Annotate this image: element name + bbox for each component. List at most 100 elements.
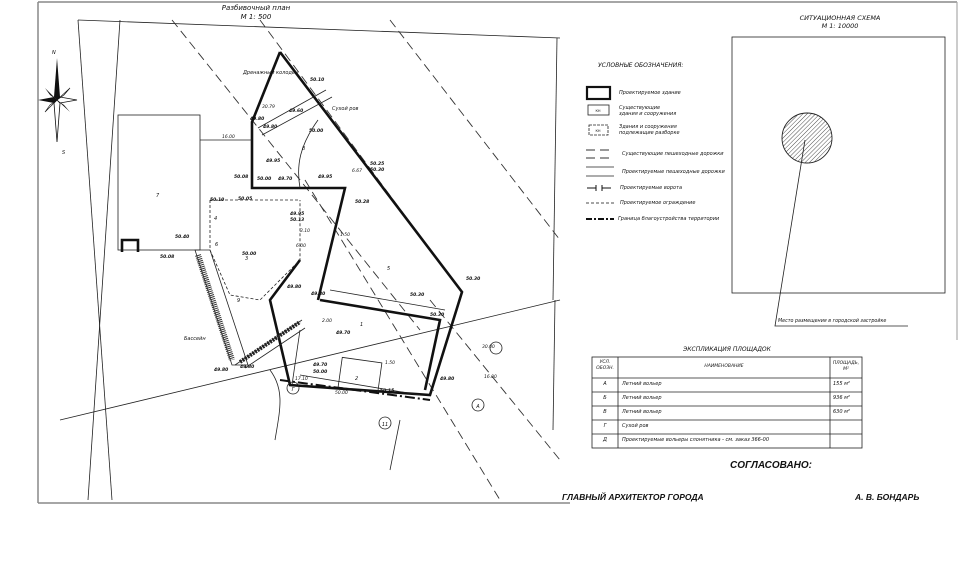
drain-label: Дренажный колодец <box>242 70 299 76</box>
table-row: Г Сухой ров <box>592 423 862 434</box>
demolition-building-symbol <box>588 124 609 136</box>
row-code: Б <box>603 395 607 401</box>
svg-text:50.10: 50.10 <box>210 197 224 203</box>
situation-title: СИТУАЦИОННАЯ СХЕМА М 1: 10000 <box>790 14 890 30</box>
compass-south: S <box>62 150 66 156</box>
svg-text:1: 1 <box>360 322 363 328</box>
row-name: Летний вольер <box>622 395 662 401</box>
svg-text:6.00: 6.00 <box>296 243 306 249</box>
table-header-code: УСЛ. ОБОЗН. <box>596 360 614 371</box>
svg-text:17.10: 17.10 <box>295 376 308 382</box>
axis-label: Г <box>292 387 296 393</box>
svg-text:2.00: 2.00 <box>322 318 332 324</box>
svg-text:4: 4 <box>214 216 217 222</box>
svg-text:50.13: 50.13 <box>290 217 304 223</box>
situation-map-frame <box>731 36 946 294</box>
svg-text:50.25: 50.25 <box>370 161 384 167</box>
dimension-labels: 16.00 30.79 6.00 3.10 1.50 2.00 30.00 17… <box>200 104 497 396</box>
axis-marker <box>286 381 300 395</box>
row-area: 936 м² <box>833 395 850 401</box>
svg-text:49.95: 49.95 <box>266 158 280 164</box>
axis-label: А <box>475 404 480 410</box>
entrance-mark <box>120 238 140 252</box>
legend-symbols: КН КН <box>585 85 614 220</box>
svg-text:49.70: 49.70 <box>278 176 292 182</box>
site-location-marker <box>781 112 833 164</box>
svg-text:50.30: 50.30 <box>370 167 384 173</box>
row-area: 155 м² <box>833 381 850 387</box>
row-code: В <box>603 409 607 415</box>
dry-ditch-label: Сухой ров <box>332 106 359 112</box>
approval-position: ГЛАВНЫЙ АРХИТЕКТОР ГОРОДА <box>562 492 704 502</box>
svg-text:16.00: 16.00 <box>484 374 497 380</box>
svg-text:30.00: 30.00 <box>482 344 495 350</box>
legend-item: Существующие пешеходные дорожки <box>622 151 724 157</box>
svg-text:7: 7 <box>156 193 160 199</box>
axis-marker <box>489 341 503 355</box>
svg-text:49.80: 49.80 <box>240 364 254 370</box>
svg-text:3: 3 <box>245 256 248 262</box>
legend-item: Проектируемое ограждение <box>620 200 696 206</box>
row-code: Д <box>603 437 607 443</box>
explication-table-grid <box>591 356 863 449</box>
legend-item: Проектируемые ворота <box>620 185 683 191</box>
svg-text:50.15: 50.15 <box>380 388 394 394</box>
svg-text:50.30: 50.30 <box>430 312 444 318</box>
svg-text:50.00: 50.00 <box>309 128 323 134</box>
enclosure-outlines <box>194 51 464 471</box>
row-code: А <box>603 381 607 387</box>
svg-text:49.80: 49.80 <box>311 291 325 297</box>
svg-text:50.30: 50.30 <box>466 276 480 282</box>
existing-building <box>117 114 201 251</box>
approval-name: А. В. БОНДАРЬ <box>855 492 920 502</box>
plan-scale: М 1: 500 <box>241 13 272 21</box>
elevation-marks: 50.10 49.80 49.80 49.60 50.00 49.95 50.0… <box>160 77 480 394</box>
row-code: Г <box>603 423 607 429</box>
svg-text:50.00: 50.00 <box>335 390 348 396</box>
svg-text:50.40: 50.40 <box>175 234 189 240</box>
table-row: Б Летний вольер 936 м² <box>592 395 862 406</box>
row-name: Летний вольер <box>622 381 662 387</box>
table-title: ЭКСПЛИКАЦИЯ ПЛОЩАДОК <box>683 346 771 353</box>
svg-text:50.08: 50.08 <box>234 174 248 180</box>
svg-text:1.50: 1.50 <box>385 360 395 366</box>
svg-text:49.95: 49.95 <box>318 174 332 180</box>
row-name: Проектируемые вольеры слонятника - см. з… <box>622 437 770 443</box>
svg-text:50.00: 50.00 <box>257 176 271 182</box>
svg-text:50.28: 50.28 <box>355 199 369 205</box>
table-row: Д Проектируемые вольеры слонятника - см.… <box>592 437 862 448</box>
legend-item: Граница благоустройства территории <box>618 216 720 222</box>
svg-text:КН: КН <box>595 129 600 133</box>
svg-text:30.79: 30.79 <box>262 104 275 110</box>
pool-label: Бассейн <box>184 336 206 342</box>
situation-title-text: СИТУАЦИОННАЯ СХЕМА <box>799 14 881 22</box>
row-name: Летний вольер <box>622 409 662 415</box>
existing-building-symbol <box>587 104 610 116</box>
legend-item: Существующие здания и сооружения <box>619 105 677 117</box>
svg-text:5: 5 <box>387 266 390 272</box>
svg-text:50.10: 50.10 <box>310 77 324 83</box>
svg-text:6: 6 <box>215 242 218 248</box>
situation-callout: Место размещения в городской застройке <box>778 319 887 324</box>
svg-text:49.80: 49.80 <box>440 376 454 382</box>
svg-text:50.00: 50.00 <box>313 369 327 375</box>
table-row: В Летний вольер 630 м² <box>592 409 862 420</box>
legend-item: Здания и сооружения подлежащие разборке <box>619 124 680 136</box>
axis-label: 11 <box>382 422 388 428</box>
site-boundary-lines <box>59 19 561 501</box>
svg-text:3.10: 3.10 <box>300 228 310 234</box>
svg-text:50.00: 50.00 <box>242 251 256 257</box>
svg-text:49.95: 49.95 <box>290 211 304 217</box>
compass-north: N <box>52 50 56 56</box>
svg-text:2: 2 <box>355 376 358 382</box>
svg-text:49.70: 49.70 <box>313 362 327 368</box>
plan-title: Разбивочный план <box>222 4 291 12</box>
svg-text:16.00: 16.00 <box>222 134 235 140</box>
svg-text:49.60: 49.60 <box>289 108 303 114</box>
legend-item: Проектируемое здание <box>619 90 681 96</box>
svg-text:49.80: 49.80 <box>250 116 264 122</box>
callout-leader <box>774 139 908 327</box>
designed-building-symbol <box>585 85 612 101</box>
